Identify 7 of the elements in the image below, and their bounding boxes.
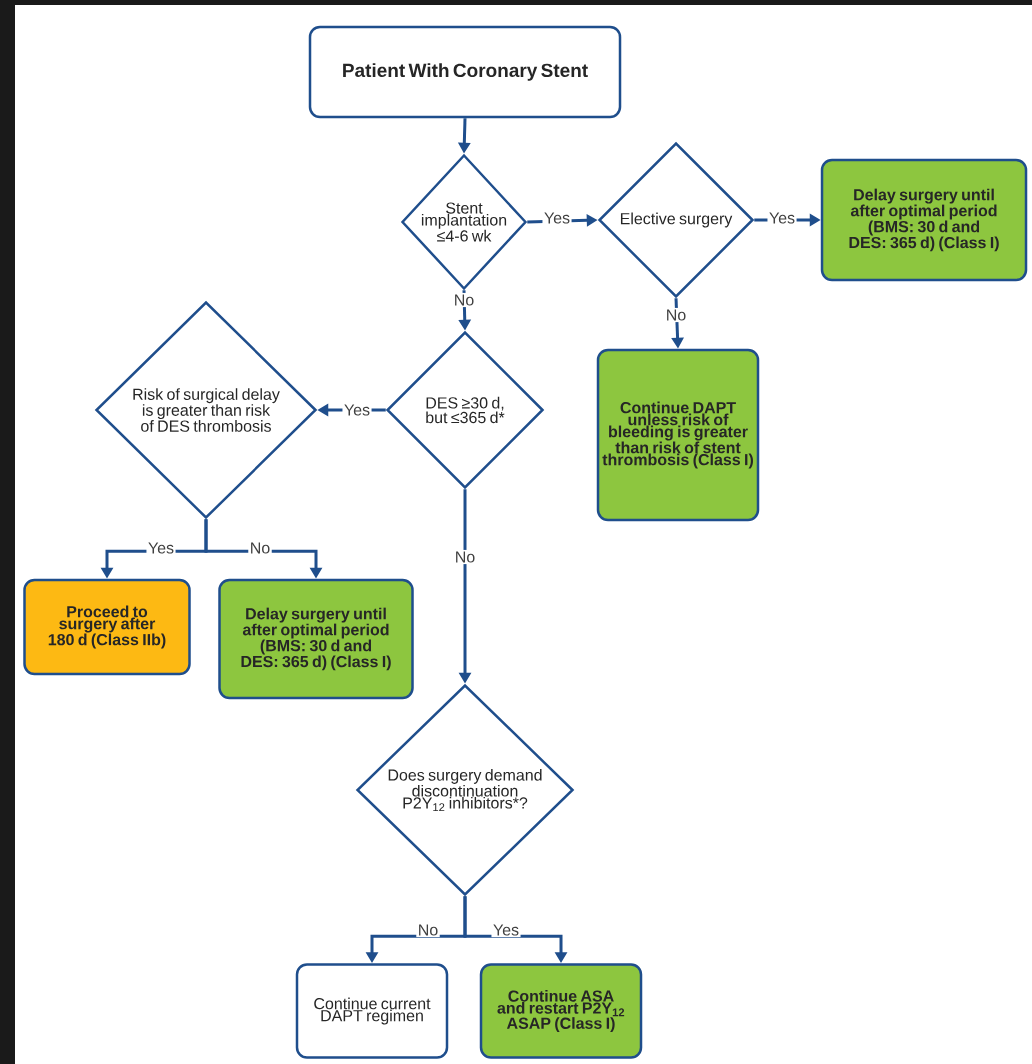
outcome-box: Proceed to surgery after 180 d (Class IIb) [23,578,191,676]
process-box: Patient With Coronary Stent [308,25,622,119]
outcome-box: Continue DAPT unless risk of bleeding is greater than risk of stent thrombosis (Class I) [596,348,760,522]
outcome-box: Delay surgery until after optimal period (BMS: 30 d and DES: 365 d) (Class I) [820,158,1028,282]
process-box: Continue current DAPT regimen [295,963,449,1059]
outcome-box: Continue ASA and restart P2Y$_{12}$ ASAP (Class I) [479,963,643,1059]
outcome-box: Delay surgery until after optimal period (BMS: 30 d and DES: 365 d) (Class I) [218,578,414,700]
